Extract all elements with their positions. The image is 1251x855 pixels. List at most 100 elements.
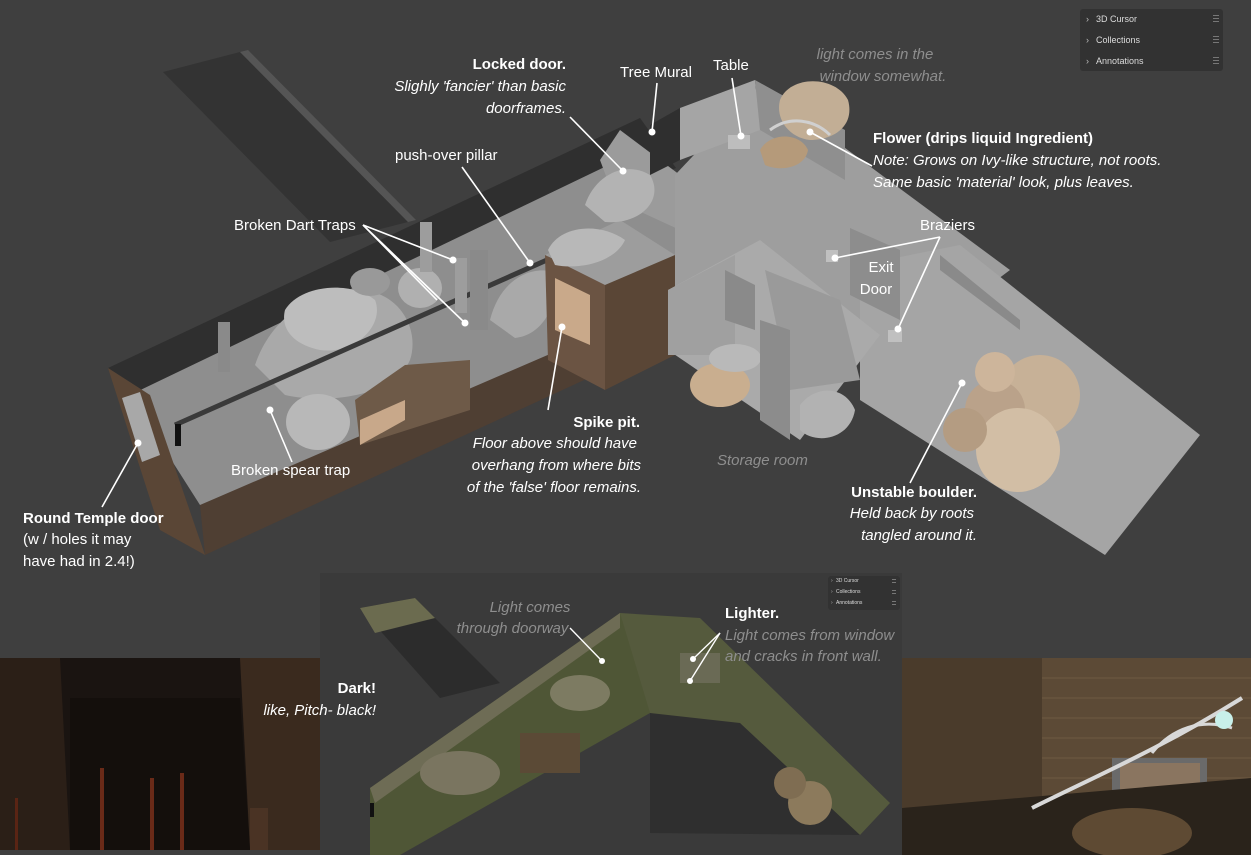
round-door-slab (122, 392, 160, 462)
round-temple-door-desc-1: (w / holes it may (23, 531, 132, 548)
panel-row-label: Annotations (836, 600, 863, 606)
inset-lighter-desc-1: Light comes from window (725, 627, 895, 644)
drag-handle-icon[interactable] (1213, 36, 1219, 44)
inset-panel-row-collections[interactable]: › Collections (828, 587, 900, 598)
boulder-4 (943, 408, 987, 452)
floor-drop-light (360, 400, 405, 445)
inset-viewport[interactable] (320, 573, 902, 855)
ingame-screenshot-lit (902, 658, 1251, 855)
round-temple-door-desc-2: have had in 2.4!) (23, 553, 135, 570)
storage-rubble (800, 390, 855, 439)
chevron-right-icon: › (1086, 14, 1089, 24)
table (728, 135, 750, 149)
inset-panel-row-annotations[interactable]: › Annotations (828, 598, 900, 609)
unstable-boulder-desc-1: Held back by roots (849, 505, 974, 522)
far-corridor-top (240, 50, 416, 222)
inset-light-doorway-1: Light comes (489, 599, 571, 616)
spike-pit-side (605, 255, 675, 390)
locked-door-desc-1: Slighly 'fancier' than basic (394, 78, 566, 95)
flower-stem (769, 119, 832, 137)
pushover-pillar-label: push-over pillar (395, 147, 498, 164)
broken-dart-traps-label: Broken Dart Traps (234, 217, 356, 234)
dart-trap-pillar-1 (420, 222, 432, 272)
far-corridor-wall (163, 52, 408, 242)
panel-row-label: Annotations (1096, 56, 1144, 66)
panel-row-label: 3D Cursor (836, 578, 859, 584)
corridor-beam (173, 249, 567, 428)
rubble-pile-2 (284, 287, 377, 351)
player-figure (175, 424, 181, 446)
boulder-5 (975, 352, 1015, 392)
exit-door-line-2: Door (859, 281, 893, 298)
tree-mural-label: Tree Mural (620, 64, 692, 81)
storage-shelf (725, 270, 755, 330)
leader-lines (101, 77, 963, 508)
exit-door-line-1: Exit (868, 259, 894, 276)
locked-door-title: Locked door. (472, 56, 566, 73)
spike-pit-title: Spike pit. (573, 414, 640, 431)
inset-panel-row-3d-cursor[interactable]: › 3D Cursor (828, 576, 900, 587)
chevron-right-icon: › (831, 578, 833, 584)
chevron-right-icon: › (831, 600, 833, 606)
storage-room-back-wall (668, 255, 735, 355)
inset-dark-desc: like, Pitch- black! (263, 702, 376, 719)
light-window-line-1: light comes in the (816, 46, 934, 63)
corridor-back-wall (108, 118, 676, 395)
flower-note-2: Same basic 'material' look, plus leaves. (873, 174, 1134, 191)
inset-light-doorway-2: through doorway (456, 620, 569, 637)
tree-mural-wall (650, 108, 680, 175)
storage-divider (760, 320, 790, 440)
inset-dark-title: Dark! (337, 680, 376, 697)
spike-pit-desc-2: overhang from where bits (471, 457, 641, 474)
upper-hall-back-wall (680, 80, 760, 160)
right-corridor-wall (940, 255, 1020, 330)
leader-dots (134, 128, 966, 447)
storage-rock-1 (690, 363, 750, 407)
broken-spear-trap-label: Broken spear trap (231, 462, 351, 479)
drag-handle-icon[interactable] (892, 590, 896, 595)
drag-handle-icon[interactable] (892, 579, 896, 584)
upper-rocks-2 (760, 136, 808, 169)
braziers-label: Braziers (920, 217, 976, 234)
table-label: Table (713, 57, 749, 74)
panel-row-label: Collections (1096, 35, 1141, 45)
rock-3 (350, 268, 390, 296)
unstable-boulder-title: Unstable boulder. (851, 484, 977, 501)
upper-rocks (779, 81, 850, 140)
storage-rock-2 (709, 344, 761, 372)
panel-row-collections[interactable]: › Collections (1080, 30, 1223, 50)
exit-door-frame (850, 228, 900, 320)
sidebar-panel: › 3D Cursor › Collections › Annotations (1080, 9, 1223, 71)
panel-row-annotations[interactable]: › Annotations (1080, 51, 1223, 71)
inset-sidebar-panel: › 3D Cursor › Collections › Annotations (828, 576, 900, 610)
brazier-2 (888, 330, 902, 342)
storage-room-label: Storage room (717, 452, 808, 469)
panel-row-label: Collections (836, 589, 861, 595)
pushover-pillar-block (470, 250, 488, 330)
rock-2 (398, 268, 442, 308)
spike-pit-desc-3: of the 'false' floor remains. (466, 479, 641, 496)
chevron-right-icon: › (1086, 56, 1089, 66)
panel-row-3d-cursor[interactable]: › 3D Cursor (1080, 9, 1223, 29)
drag-handle-icon[interactable] (892, 601, 896, 606)
rubble-pile-3 (490, 270, 556, 338)
corridor-front-wall (200, 298, 660, 555)
spike-pit-rubble (548, 228, 625, 267)
light-window-line-2: window somewhat. (819, 68, 947, 85)
locked-door-rubble (585, 169, 655, 223)
flower-note-1: Note: Grows on Ivy-like structure, not r… (873, 152, 1162, 169)
ingame-screenshot-dark (0, 658, 320, 850)
boulder-3 (976, 408, 1060, 492)
drag-handle-icon[interactable] (1213, 57, 1219, 65)
round-temple-door-title: Round Temple door (23, 510, 164, 527)
drag-handle-icon[interactable] (1213, 15, 1219, 23)
flower-title: Flower (drips liquid Ingredient) (873, 130, 1093, 147)
locked-door-desc-2: doorframes. (485, 100, 566, 117)
spike-pit-desc-1: Floor above should have (472, 435, 637, 452)
chevron-right-icon: › (1086, 35, 1089, 45)
wall-post-1 (218, 322, 230, 372)
inset-lighter-title: Lighter. (725, 605, 780, 622)
unstable-boulder-desc-2: tangled around it. (861, 527, 977, 544)
rock-1 (286, 394, 350, 450)
